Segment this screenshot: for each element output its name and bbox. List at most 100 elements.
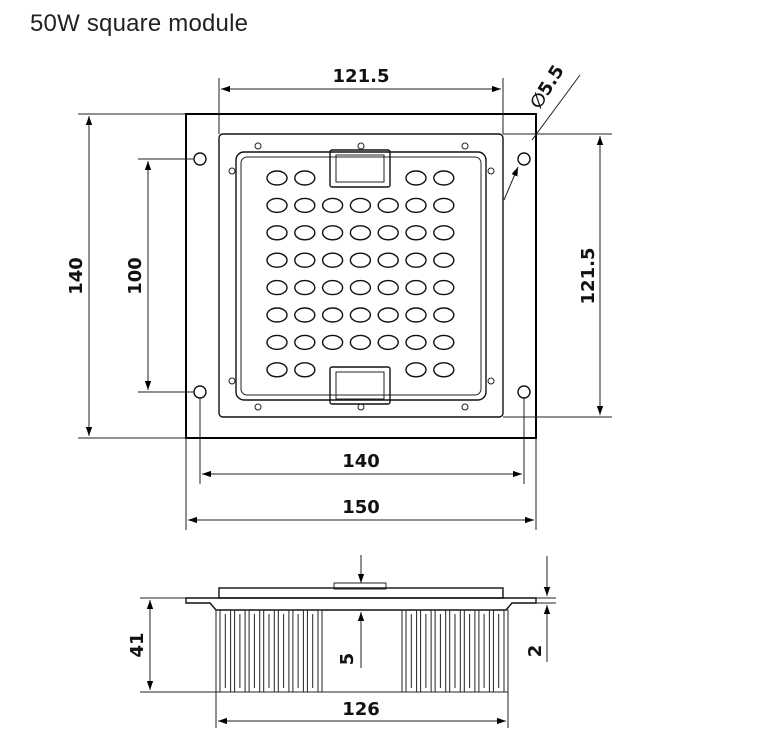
- dim-side-plate-thickness-label: 2: [525, 645, 546, 658]
- heatsink-fin: [488, 609, 494, 693]
- led-lens: [294, 307, 316, 323]
- led-lens: [433, 170, 455, 186]
- mount-hole-bottom-left: [193, 385, 207, 399]
- led-lens: [405, 170, 427, 186]
- led-lens: [405, 197, 427, 214]
- led-lens: [405, 225, 427, 241]
- heatsink-fin: [503, 609, 509, 693]
- led-lens: [294, 334, 316, 351]
- heatsink-fin: [445, 609, 451, 693]
- heatsink-fin: [474, 609, 480, 693]
- heatsink-fin: [273, 609, 279, 693]
- dim-bottom-hole-spacing-label: 140: [342, 451, 380, 472]
- body-screws: [228, 142, 495, 411]
- dim-left-hole-spacing-label: 100: [125, 257, 146, 295]
- led-lens: [349, 334, 372, 351]
- led-lens: [405, 307, 427, 323]
- led-lens: [349, 197, 372, 214]
- lens-frame-outer: [235, 151, 487, 401]
- dim-left-outer-height: 140: [66, 113, 186, 439]
- dim-side-center-step: 5: [337, 555, 365, 668]
- dim-bottom-overall-width-label: 150: [342, 497, 380, 518]
- led-lens: [266, 197, 288, 214]
- led-lens: [321, 334, 344, 351]
- mount-hole-top-right: [517, 152, 531, 166]
- heatsink-fin: [288, 609, 294, 693]
- heatsink-fin: [259, 609, 265, 693]
- led-lens: [377, 252, 399, 268]
- led-lens: [294, 170, 316, 186]
- led-lens: [377, 225, 399, 241]
- dim-left-hole-spacing: 100: [125, 158, 194, 393]
- side-base-plate: [185, 597, 537, 611]
- led-lens: [377, 334, 399, 351]
- led-lens: [433, 252, 455, 268]
- side-top-bump: [333, 582, 387, 590]
- heatsink-fin: [416, 609, 422, 693]
- dim-hole-diameter: ∅5.5: [503, 61, 581, 201]
- led-lens: [377, 197, 399, 214]
- led-lens: [377, 279, 399, 296]
- led-lens: [321, 252, 344, 268]
- heatsink-fins: [215, 609, 509, 693]
- lens-frame-inner: [240, 156, 482, 396]
- mount-hole-bottom-right: [517, 385, 531, 399]
- mount-hole-top-left: [193, 152, 207, 166]
- dim-bottom-overall-width: 150: [185, 438, 537, 530]
- dim-right-height-label: 121.5: [578, 248, 599, 305]
- led-lens-grid: [266, 170, 455, 378]
- module-body: [218, 133, 504, 418]
- heatsink-fin: [215, 609, 221, 693]
- led-lens: [349, 279, 372, 296]
- led-lens: [294, 362, 316, 378]
- top-view: 121.5 ∅5.5 121.5 140 100: [66, 61, 612, 530]
- led-lens: [321, 225, 344, 241]
- page-title: 50W square module: [30, 10, 249, 37]
- led-lens: [405, 252, 427, 268]
- led-lens: [321, 279, 344, 296]
- bottom-clamp: [329, 366, 391, 405]
- led-lens: [405, 279, 427, 296]
- led-lens: [349, 225, 372, 241]
- dim-left-outer-height-label: 140: [66, 257, 87, 295]
- led-lens: [433, 279, 455, 296]
- led-lens: [294, 279, 316, 296]
- dim-bottom-hole-spacing: 140: [199, 398, 525, 484]
- heatsink-fin: [459, 609, 465, 693]
- top-clamp: [329, 149, 391, 188]
- dim-hole-diameter-label: ∅5.5: [526, 61, 569, 112]
- led-lens: [266, 334, 288, 351]
- led-lens: [266, 170, 288, 186]
- led-lens: [294, 252, 316, 268]
- dim-side-height: 41: [127, 597, 216, 693]
- outer-plate: [185, 113, 537, 439]
- heatsink-fin: [317, 609, 323, 693]
- led-lens: [433, 307, 455, 323]
- dim-side-center-step-label: 5: [337, 653, 358, 666]
- led-lens: [433, 225, 455, 241]
- led-lens: [433, 334, 455, 351]
- led-lens: [433, 197, 455, 214]
- led-lens: [294, 225, 316, 241]
- led-lens: [433, 362, 455, 378]
- led-lens: [321, 197, 344, 214]
- led-lens: [266, 225, 288, 241]
- dim-side-height-label: 41: [127, 632, 148, 657]
- heatsink-fin: [244, 609, 250, 693]
- heatsink-fin: [230, 609, 236, 693]
- led-lens: [349, 252, 372, 268]
- led-lens: [266, 252, 288, 268]
- side-view: 41 5 2 126: [127, 555, 556, 728]
- dim-side-width: 126: [215, 692, 509, 728]
- led-lens: [266, 362, 288, 378]
- heatsink-fin: [302, 609, 308, 693]
- heatsink-fin: [430, 609, 436, 693]
- dim-side-plate-thickness: 2: [525, 556, 556, 662]
- led-lens: [294, 197, 316, 214]
- led-lens: [349, 307, 372, 323]
- dim-side-width-label: 126: [342, 699, 380, 720]
- led-lens: [405, 362, 427, 378]
- led-lens: [266, 279, 288, 296]
- led-lens: [377, 307, 399, 323]
